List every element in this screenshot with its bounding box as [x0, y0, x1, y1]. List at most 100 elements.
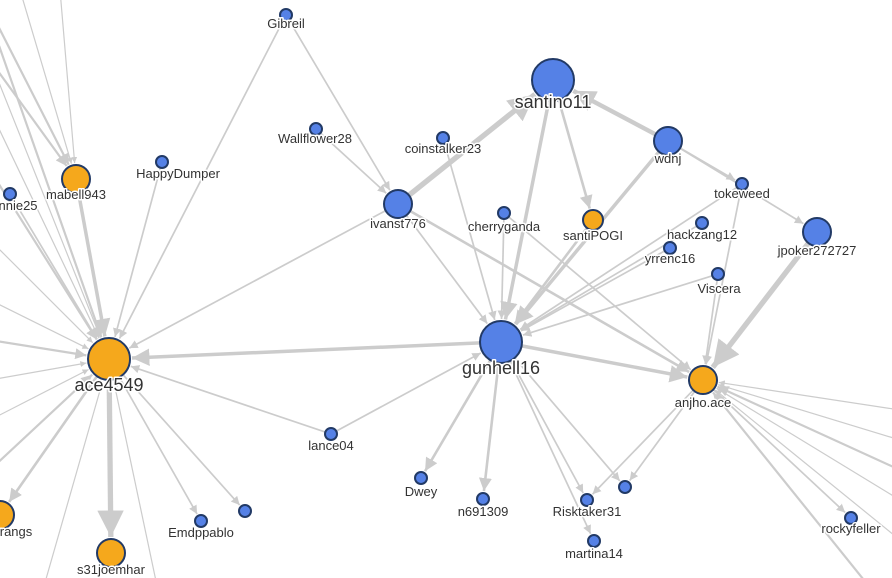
node-coinstalker23[interactable] — [436, 131, 450, 145]
node-emdppablo[interactable] — [194, 514, 208, 528]
edge-wdnj-gunhell16 — [514, 150, 661, 326]
edge-gibreil-ace4549 — [118, 19, 285, 339]
edge-offscreen-mabell943-14 — [60, 0, 78, 164]
edge-jpoker272727-anjhoace — [710, 241, 811, 369]
node-ivanst776[interactable] — [383, 189, 413, 219]
node-layer — [0, 8, 858, 568]
edge-santipogi-gunhell16 — [513, 227, 589, 325]
node-label-wallflower28: Wallflower28 — [278, 131, 352, 146]
node-label-wdnj: wdnj — [654, 151, 682, 166]
edge-offscreen-mabell943-15 — [0, 71, 68, 167]
edge-santino11-gunhell16 — [500, 100, 551, 320]
node-label-nnie25: nnie25 — [0, 198, 38, 213]
node-cherryganda[interactable] — [497, 206, 511, 220]
edge-offscreen-anjhoace-16 — [718, 380, 892, 410]
node-n691309[interactable] — [476, 492, 490, 506]
edge-viscera-anjhoace — [702, 279, 719, 365]
node-martina14[interactable] — [587, 534, 601, 548]
edge-offscreen-anjhoace-21 — [712, 391, 864, 578]
edge-offscreen-anjhoace-20 — [715, 389, 892, 535]
edge-wdnj-santino11 — [572, 88, 657, 137]
node-yrrenc16[interactable] — [663, 241, 677, 255]
node-label-risktaker31: Risktaker31 — [553, 504, 622, 519]
node-label-s31joemhar: s31joemhar — [77, 562, 146, 577]
node-label-lance04: lance04 — [308, 438, 354, 453]
edge-ivanst776-anjhoace — [409, 209, 690, 374]
node-lance04[interactable] — [324, 427, 338, 441]
node-label-santipogi: santiPOGI — [563, 228, 623, 243]
node-santino11[interactable] — [531, 58, 575, 102]
node-label-tokeweed: tokeweed — [714, 186, 770, 201]
edge-cherryganda-gunhell16 — [497, 218, 506, 320]
node-santipogi[interactable] — [582, 209, 604, 231]
edge-gunhell16-anjhoace — [521, 344, 688, 383]
node-label-gibreil: Gibreil — [267, 16, 305, 31]
node-label-ivanst776: ivanst776 — [370, 216, 426, 231]
node-gunhell16[interactable] — [479, 320, 523, 364]
node-viscera[interactable] — [711, 267, 725, 281]
label-layer: GibreilWallflower28coinstalker23santino1… — [0, 15, 883, 578]
edge-yrrenc16-gunhell16 — [520, 250, 666, 332]
edge-tokeweed-gunhell16 — [519, 186, 738, 331]
node-rockyfeller[interactable] — [844, 511, 858, 525]
edge-viscera-gunhell16 — [522, 274, 713, 337]
node-wdnj[interactable] — [653, 126, 683, 156]
node-risktaker31[interactable] — [580, 493, 594, 507]
node-label-ace4549: ace4549 — [74, 375, 143, 395]
node-label-emdppablo: Emdppablo — [168, 525, 234, 540]
edge-ace4549-emdppablo — [118, 376, 198, 515]
node-nnie25[interactable] — [3, 187, 17, 201]
edge-lance04-ace4549 — [130, 365, 326, 433]
edge-gunhell16-anon2 — [514, 357, 621, 482]
edge-anjhoace-anon2 — [629, 390, 696, 482]
node-anjhoace[interactable] — [688, 365, 718, 395]
node-label-martina14: martina14 — [565, 546, 623, 561]
node-mabell943[interactable] — [61, 164, 91, 194]
edge-wallflower28-ivanst776 — [319, 132, 387, 194]
edge-offscreen-anjhoace-19 — [716, 387, 892, 496]
edge-gunhell16-dwey — [423, 359, 492, 472]
node-label-happydumper: HappyDumper — [136, 166, 220, 181]
edge-ace4549-rangs — [8, 375, 99, 503]
edge-offscreen-anjhoace-18 — [717, 385, 892, 468]
edge-gunhell16-martina14 — [509, 360, 592, 535]
node-label-anjhoace: anjho.ace — [675, 395, 731, 410]
edge-offscreen-ace4549-11 — [112, 381, 156, 578]
edge-offscreen-ace4549-9 — [0, 373, 93, 463]
edge-offscreen-ace4549-7 — [0, 361, 87, 379]
edge-ace4549-s31joemhar — [97, 379, 124, 538]
edge-lance04-gunhell16 — [335, 352, 482, 432]
node-happydumper[interactable] — [155, 155, 169, 169]
node-anon1[interactable] — [238, 504, 252, 518]
node-rangs[interactable] — [0, 500, 15, 530]
node-label-rockyfeller: rockyfeller — [821, 521, 881, 536]
node-s31joemhar[interactable] — [96, 538, 126, 568]
edge-mabell943-ace4549 — [76, 192, 111, 337]
node-ace4549[interactable] — [87, 337, 131, 381]
edge-anjhoace-rockyfeller — [712, 388, 846, 514]
node-label-dwey: Dwey — [405, 484, 438, 499]
node-label-gunhell16: gunhell16 — [462, 358, 540, 378]
node-dwey[interactable] — [414, 471, 428, 485]
edge-offscreen-ace4549-8 — [0, 368, 89, 416]
node-label-cherryganda: cherryganda — [468, 219, 541, 234]
edge-cherryganda-anjhoace — [508, 216, 692, 371]
node-hackzang12[interactable] — [695, 216, 709, 230]
edge-santino11-santipogi — [557, 99, 593, 209]
edge-offscreen-ace4549-10 — [45, 380, 104, 578]
edge-offscreen-anjhoace-17 — [718, 383, 892, 439]
node-anon2[interactable] — [618, 480, 632, 494]
edge-ivanst776-ace4549 — [128, 209, 387, 349]
node-label-hackzang12: hackzang12 — [667, 227, 737, 242]
node-label-viscera: Viscera — [697, 281, 741, 296]
node-gibreil[interactable] — [279, 8, 293, 22]
edge-anjhoace-risktaker31 — [591, 389, 694, 495]
node-tokeweed[interactable] — [735, 177, 749, 191]
node-wallflower28[interactable] — [309, 122, 323, 136]
node-label-santino11: santino11 — [515, 92, 592, 112]
node-jpoker272727[interactable] — [802, 217, 832, 247]
edge-offscreen-ace4549-2 — [0, 129, 100, 339]
